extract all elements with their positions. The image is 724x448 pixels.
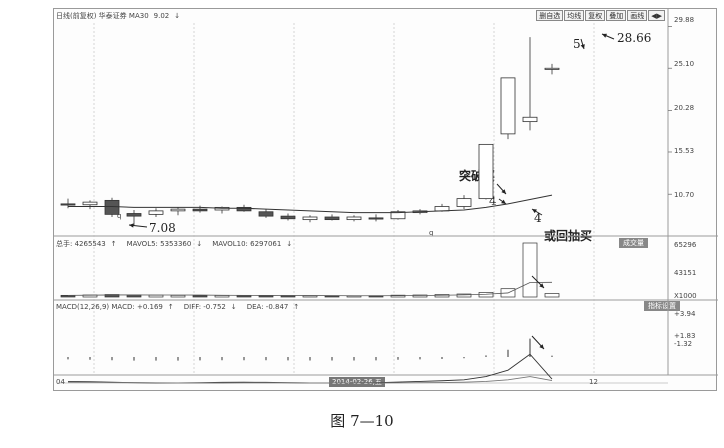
- candle-body: [126, 213, 142, 217]
- candle-body: [236, 206, 252, 212]
- volume-total: 总手: 4265543↑: [56, 240, 117, 248]
- candle-body: [170, 208, 186, 212]
- volume-bar: [390, 294, 406, 298]
- price-tick: 25.10: [674, 60, 695, 68]
- indicator-settings-button[interactable]: 指标设置: [644, 301, 680, 311]
- candle-body: [522, 116, 538, 123]
- overlay-button[interactable]: 叠加: [606, 10, 627, 21]
- candle-body: [324, 216, 340, 221]
- volume-arrow-head: [539, 283, 544, 288]
- candle-body: [456, 198, 472, 207]
- candle-body: [478, 143, 494, 200]
- macd-header: MACD(12,26,9) MACD: +0.169↑ DIFF: -0.752↓…: [56, 303, 309, 311]
- wave5-arrow-head: [580, 44, 585, 49]
- volume-bar: [104, 294, 120, 298]
- pullback-arrow-head: [532, 209, 537, 214]
- price-tick: 29.88: [674, 16, 695, 24]
- ma30-arrow-icon: ↓: [174, 12, 181, 20]
- dea-value: DEA: -0.847↑: [246, 303, 300, 311]
- volume-unit: X1000: [674, 292, 697, 300]
- wave-4-label: 4: [489, 194, 497, 208]
- volume-bar: [148, 294, 164, 298]
- volume-bar: [522, 242, 538, 298]
- candle-body: [82, 201, 98, 206]
- volume-bar: [170, 294, 186, 298]
- high-price-arrow-head: [602, 33, 607, 38]
- candle-body: [192, 208, 208, 212]
- dea-line: [67, 376, 553, 384]
- price-tick: 15.53: [674, 147, 695, 155]
- macd-tick: +3.94: [674, 310, 696, 318]
- chart-header: 日线(前复权) 华泰证券 MA30 9.02 ↓: [56, 11, 185, 21]
- candle-body: [544, 67, 560, 70]
- moving-average-button[interactable]: 均线: [564, 10, 585, 21]
- small-marker: q: [429, 229, 434, 237]
- price-tick: 20.28: [674, 104, 695, 112]
- remove-watchlist-button[interactable]: 删自选: [536, 10, 564, 21]
- wave-5-label: 5: [573, 37, 581, 51]
- mavol10-label: MAVOL10: 6297061↓: [212, 240, 293, 248]
- volume-tick: 43151: [674, 269, 697, 277]
- volume-bar: [412, 294, 428, 298]
- volume-tick: 65296: [674, 241, 697, 249]
- wave-4-label-2: 4: [534, 211, 542, 225]
- ma30-value: 9.02: [153, 12, 170, 20]
- mavol5-label: MAVOL5: 5353360↓: [126, 240, 203, 248]
- candlestick-chart: [54, 9, 718, 384]
- volume-bar: [192, 295, 208, 298]
- cursor-date: 2014-02-26,五: [329, 377, 385, 387]
- time-axis-left: 04: [56, 378, 65, 386]
- price-tick: 10.70: [674, 191, 695, 199]
- chart-title: 日线(前复权) 华泰证券 MA30: [56, 12, 149, 20]
- candle-body: [500, 77, 516, 135]
- candle-body: [280, 215, 296, 220]
- chart-window: 日线(前复权) 华泰证券 MA30 9.02 ↓ 删自选 均线 复权 叠加 画线 ◀…: [53, 8, 718, 391]
- wave4-arrow-head: [501, 199, 506, 204]
- high-price-annotation: 28.66: [617, 31, 652, 45]
- candle-body: [258, 211, 274, 217]
- breakout-arrow-head: [501, 189, 506, 194]
- candle-body: [60, 203, 76, 206]
- candle-body: [104, 199, 120, 215]
- candle-body: [346, 216, 362, 221]
- mavol5-line: [67, 281, 553, 297]
- small-marker: q: [117, 212, 122, 220]
- dif-value: DIFF: -0.752↓: [183, 303, 237, 311]
- low-price-annotation: 7.08: [149, 221, 176, 235]
- candle-body: [390, 211, 406, 220]
- volume-bar: [434, 294, 450, 298]
- candle-body: [368, 217, 384, 220]
- low-price-arrow-head: [129, 223, 134, 228]
- volume-bar: [544, 293, 560, 298]
- candle-body: [148, 210, 164, 215]
- macd-tick: +1.83: [674, 332, 696, 340]
- time-axis-right: 12: [589, 378, 598, 386]
- draw-line-button[interactable]: 画线: [627, 10, 648, 21]
- macd-value: MACD(12,26,9) MACD: +0.169↑: [56, 303, 174, 311]
- volume-bar: [456, 293, 472, 298]
- volume-header: 总手: 4265543↑ MAVOL5: 5353360↓ MAVOL10: 629…: [56, 239, 302, 249]
- candle-body: [302, 216, 318, 221]
- adjust-rights-button[interactable]: 复权: [585, 10, 606, 21]
- figure-caption: 图 7—10: [330, 412, 394, 430]
- scroll-arrows-button[interactable]: ◀▶: [648, 10, 665, 21]
- ma30-line: [68, 194, 553, 214]
- macd-arrow-head: [539, 344, 544, 349]
- macd-tick: -1.32: [674, 340, 693, 348]
- volume-panel-button[interactable]: 成交量: [619, 238, 648, 248]
- chart-toolbar: 删自选 均线 复权 叠加 画线 ◀▶: [536, 10, 665, 21]
